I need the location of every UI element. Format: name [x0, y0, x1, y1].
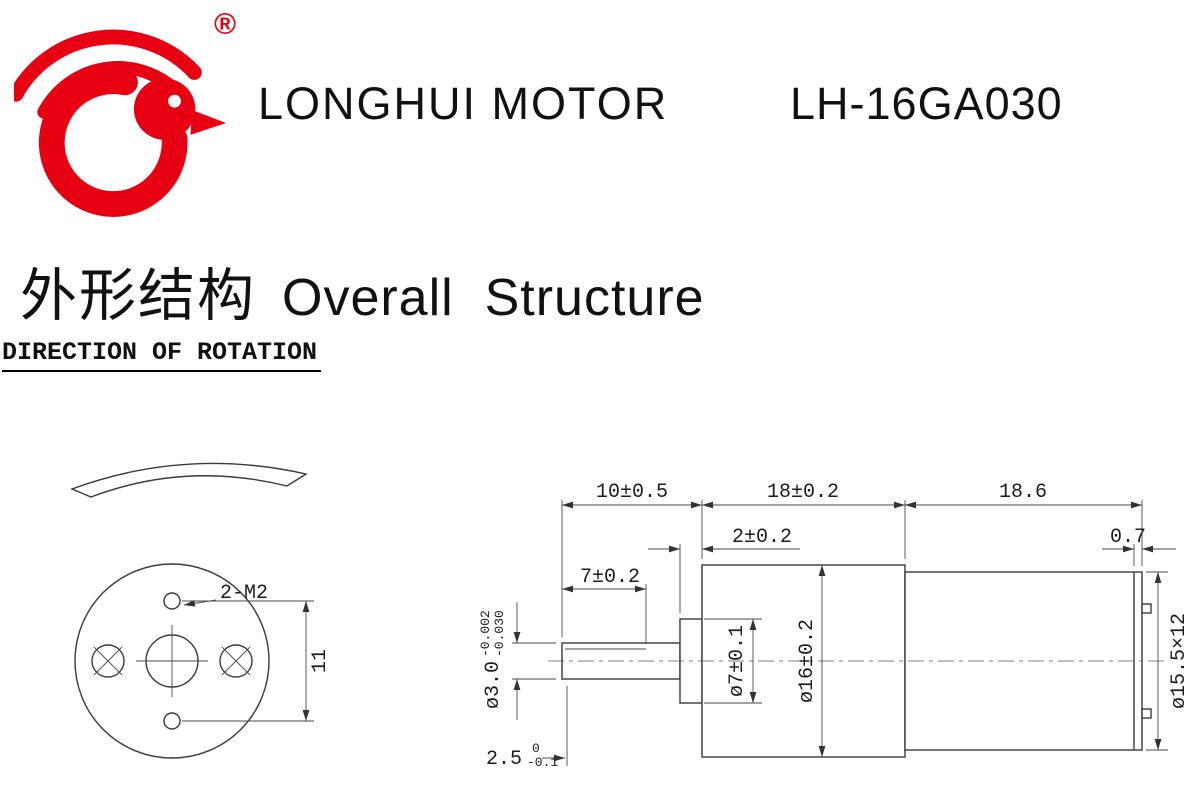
logo-bird-eye [168, 94, 181, 108]
brand-logo: ® [14, 6, 264, 236]
endcap-label: 0.7 [1110, 526, 1146, 549]
shaft-dia-label-group: ø3.0 -0.002 -0.030 [478, 610, 507, 709]
bird-logo-icon [14, 29, 227, 217]
front-view: 2-M2 11 [70, 462, 332, 759]
boss-dia-label: ø7±0.1 [726, 625, 749, 697]
gearbox-dia-label: ø16±0.2 [796, 619, 819, 703]
thread-label: 2-M2 [220, 582, 268, 605]
shaft-dia-label: ø3.0 [482, 661, 505, 709]
hole-spacing-extension-lines [182, 600, 314, 722]
shaft-length-label: 10±0.5 [596, 481, 668, 504]
company-name: LONGHUI MOTOR [258, 78, 669, 129]
mounting-hole-top [163, 592, 181, 610]
tip-length-label: 2.5 [486, 748, 522, 771]
hole-spacing-label: 11 [309, 649, 332, 673]
shaft-dia-tol-upper: -0.002 [478, 610, 493, 657]
screw-hole-right-cross [221, 646, 251, 676]
motor-terminal-bottom [1141, 708, 1152, 719]
section-title: 外形结构 Overall Structure [20, 250, 705, 332]
logo-bird-beak [190, 110, 227, 135]
tip-tol-lower: -0.1 [527, 755, 558, 770]
boss-length-label: 2±0.2 [732, 526, 792, 549]
screw-hole-left-cross [93, 646, 123, 676]
gearbox-length-label: 18±0.2 [767, 481, 839, 504]
model-number: LH-16GA030 [790, 78, 1063, 129]
registered-trademark: ® [214, 8, 237, 41]
screw-hole-left [91, 644, 125, 678]
title-english: Overall Structure [282, 269, 705, 327]
logo-body-crescent [38, 68, 188, 217]
screw-hole-right [219, 644, 253, 678]
side-view: 10±0.5 18±0.2 18.6 2±0.2 0.7 7±0.2 ø3.0 … [478, 481, 1191, 771]
direction-of-rotation-label: DIRECTION OF ROTATION [2, 338, 322, 372]
motor-terminal-top [1141, 603, 1152, 614]
logo-outer-arc [14, 29, 202, 102]
title-chinese: 外形结构 [20, 265, 256, 328]
motor-dia-label: ø15.5×12 [1168, 613, 1191, 709]
gearbox-face-outline [74, 563, 270, 759]
logo-bird-head [133, 78, 196, 140]
flat-length-label: 7±0.2 [580, 566, 640, 589]
mounting-hole-bottom [163, 712, 181, 730]
motor-length-label: 18.6 [999, 481, 1047, 504]
rotation-arrow-icon [70, 462, 308, 498]
extension-lines [512, 500, 1168, 766]
shaft-dia-tol-lower: -0.030 [492, 610, 507, 657]
center-crosshair [136, 625, 208, 697]
tip-tol-upper: 0 [532, 741, 540, 756]
